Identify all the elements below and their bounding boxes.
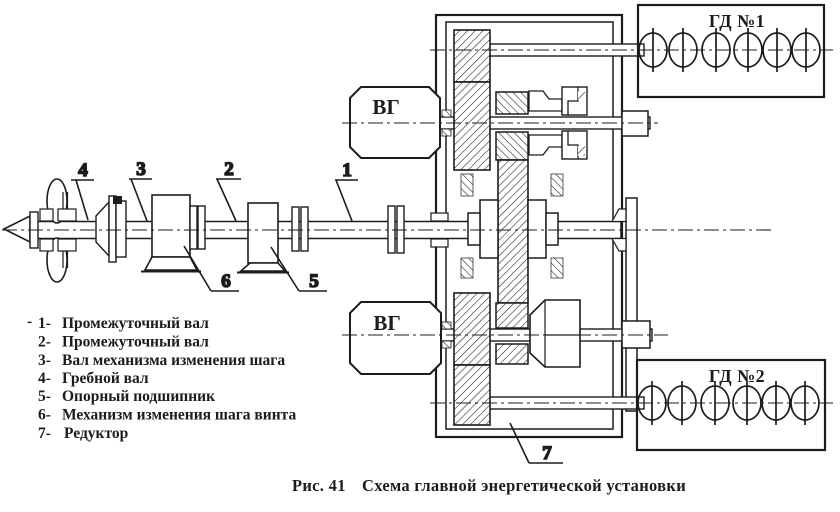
legend-item: 1- Промежуточный вал bbox=[38, 315, 209, 332]
pinion-top-lower bbox=[495, 131, 529, 161]
shaft-coupling-2 bbox=[291, 206, 309, 252]
ink-blot bbox=[113, 196, 122, 204]
svg-text:5-: 5- bbox=[38, 388, 51, 405]
svg-text:Промежуточный вал: Промежуточный вал bbox=[62, 334, 209, 351]
svg-text:3-: 3- bbox=[38, 352, 51, 369]
vg-bottom-label: ВГ bbox=[373, 311, 400, 335]
legend: - 1- Промежуточный вал 2- Промежуточный … bbox=[27, 313, 296, 442]
legend-item: 5- Опорный подшипник bbox=[38, 388, 215, 405]
gear-bottom-input bbox=[453, 364, 491, 426]
stern-bearings bbox=[39, 192, 77, 268]
callout-1: 1 bbox=[335, 159, 358, 222]
vg-top-label: ВГ bbox=[372, 95, 399, 119]
clutch-bottom bbox=[529, 299, 581, 368]
support-bearing-box bbox=[237, 202, 289, 274]
callout-2: 2 bbox=[216, 158, 241, 222]
svg-text:7: 7 bbox=[542, 443, 552, 464]
svg-text:4-: 4- bbox=[38, 370, 51, 387]
callout-leaders: 1 2 3 4 5 6 7 bbox=[71, 158, 563, 465]
bearing-hash bbox=[550, 173, 564, 197]
shaft-end-gland bbox=[610, 208, 627, 252]
main-gear-wheel bbox=[497, 159, 529, 304]
engine-2: ГД №2 bbox=[635, 358, 827, 452]
svg-text:7-: 7- bbox=[38, 425, 51, 442]
wall-glands bbox=[430, 109, 452, 349]
pinion-top-upper bbox=[495, 91, 529, 115]
callout-4: 4 bbox=[71, 159, 94, 221]
caption-figure-no: Рис. 41 bbox=[292, 476, 346, 495]
bearing-hash bbox=[460, 173, 474, 197]
svg-text:4: 4 bbox=[78, 160, 88, 181]
svg-text:1-: 1- bbox=[38, 315, 51, 332]
pinion-bottom-lower bbox=[495, 343, 529, 365]
svg-text:Вал механизма изменения шага: Вал механизма изменения шага bbox=[62, 352, 285, 369]
legend-item: 7- Редуктор bbox=[38, 425, 128, 442]
caption: Рис. 41 Схема главной энергетической уст… bbox=[292, 476, 686, 495]
svg-text:2: 2 bbox=[224, 159, 234, 180]
engine2-label: ГД №2 bbox=[709, 366, 765, 386]
svg-text:Опорный подшипник: Опорный подшипник bbox=[62, 388, 215, 405]
main-wheel-hubs bbox=[460, 173, 564, 279]
svg-text:6-: 6- bbox=[38, 407, 51, 424]
legend-item: 3- Вал механизма изменения шага bbox=[38, 352, 285, 369]
pinion-bottom-upper bbox=[495, 302, 529, 329]
gear-top-vg-wheel bbox=[453, 81, 491, 171]
svg-text:3: 3 bbox=[136, 159, 146, 180]
bearing-hash bbox=[550, 257, 564, 279]
callout-3: 3 bbox=[129, 158, 152, 222]
svg-text:Промежуточный вал: Промежуточный вал bbox=[62, 315, 209, 332]
engine-1: ГД №1 bbox=[636, 3, 826, 99]
propeller-cone bbox=[2, 214, 31, 244]
caption-title: Схема главной энергетической установки bbox=[362, 476, 686, 495]
svg-text:Гребной вал: Гребной вал bbox=[62, 370, 149, 387]
legend-item: 4- Гребной вал bbox=[38, 370, 149, 387]
vg-generator-bottom: ВГ bbox=[349, 301, 442, 375]
svg-text:Механизм изменения шага винта: Механизм изменения шага винта bbox=[62, 407, 296, 424]
pitch-hub bbox=[95, 195, 127, 263]
svg-text:1: 1 bbox=[342, 160, 352, 181]
bearing-hash bbox=[460, 257, 474, 279]
shaft-coupling-1 bbox=[189, 205, 206, 250]
svg-text:Редуктор: Редуктор bbox=[64, 425, 128, 442]
engine1-label: ГД №1 bbox=[709, 11, 765, 31]
svg-text:2-: 2- bbox=[38, 334, 51, 351]
thrust-plate bbox=[625, 197, 638, 412]
callout-7: 7 bbox=[509, 422, 563, 465]
legend-item: 2- Промежуточный вал bbox=[38, 334, 209, 351]
svg-text:5: 5 bbox=[309, 271, 319, 292]
callout-6: 6 bbox=[183, 245, 239, 293]
callout-5: 5 bbox=[270, 246, 327, 293]
legend-lead-dash: - bbox=[27, 313, 32, 330]
gear-top-input bbox=[453, 29, 491, 83]
gear-bottom-vg-wheel bbox=[453, 292, 491, 366]
svg-text:6: 6 bbox=[221, 271, 231, 292]
legend-item: 6- Механизм изменения шага винта bbox=[38, 407, 296, 424]
clutch-top bbox=[528, 86, 588, 160]
centerlines bbox=[2, 49, 833, 404]
